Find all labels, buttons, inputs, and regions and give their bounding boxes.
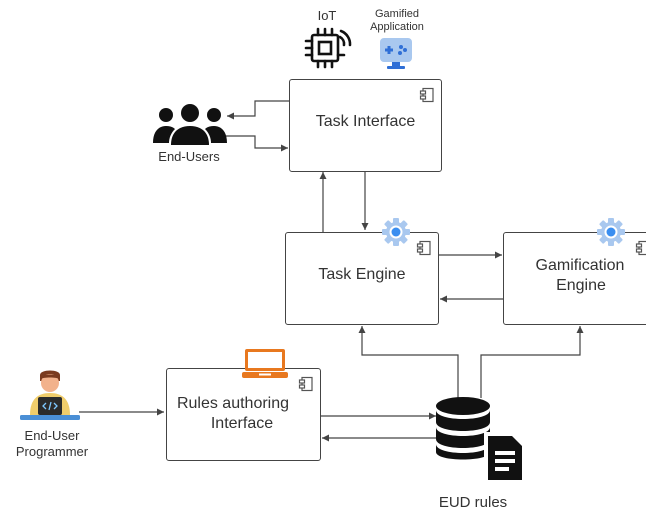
task-interface-title: Task Interface [315,113,416,130]
gamification-engine-title: Gamification Engine [503,256,646,296]
task-interface-box[interactable] [289,79,442,172]
programmer-label: End-User Programmer [8,428,96,460]
task-engine-box[interactable] [285,232,439,325]
edge-task-interface-to-end-users [227,100,289,120]
gear-icon [382,218,410,246]
gamification-engine-box[interactable] [503,232,646,325]
edge-end-users-to-task-interface [226,135,288,152]
laptop-icon [242,349,288,378]
programmer-label-line2: Programmer [15,444,89,459]
eud-rules-label: EUD rules [438,494,508,511]
component-icon [298,376,313,392]
database-document-icon [436,397,526,482]
component-icon [416,240,431,256]
iot-label: IoT [317,8,337,23]
end-users-label: End-Users [158,149,220,164]
rules-authoring-title-line2: Interface [210,415,274,432]
gamification-engine-title-line2: Engine [556,277,606,294]
gear-icon [597,218,625,246]
programmer-label-line1: End-User [24,428,80,443]
task-engine-title: Task Engine [318,266,406,283]
edge-eud-rules-to-task-engine [358,326,459,398]
rules-authoring-box[interactable] [166,368,321,461]
programmer-icon [20,370,80,420]
gamified-application-label: Gamified Application [360,8,434,34]
rules-authoring-title-line1: Rules authoring [176,395,290,412]
monitor-gamepad-icon [380,38,412,69]
component-icon [635,240,646,256]
gamified-application-label-line2: Application [370,21,424,33]
chip-icon [304,27,352,69]
edge-eud-rules-to-gamification [480,326,584,398]
gamified-application-label-line1: Gamified [374,8,420,20]
gamification-engine-title-line1: Gamification [535,257,625,274]
component-icon [419,87,434,103]
users-group-icon [153,104,227,145]
rules-authoring-title: Rules authoring Interface [166,394,300,434]
